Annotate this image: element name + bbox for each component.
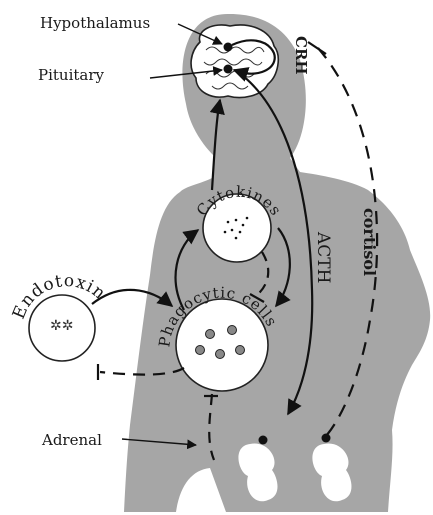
crh-label: CRH xyxy=(292,36,310,75)
adrenal-left-dot xyxy=(259,436,268,445)
acth-label: ACTH xyxy=(313,231,333,283)
hypothalamus-dot xyxy=(224,43,233,52)
pituitary-dot xyxy=(224,65,233,74)
pituitary-label: Pituitary xyxy=(38,66,105,84)
cortisol-label: cortisol xyxy=(360,208,379,276)
adrenal-right-dot xyxy=(322,434,331,443)
hypothalamus-label: Hypothalamus xyxy=(40,14,150,32)
adrenal-label: Adrenal xyxy=(41,431,102,449)
body-silhouette xyxy=(124,14,430,512)
endotoxin-particles: ✲✲ xyxy=(50,318,73,334)
